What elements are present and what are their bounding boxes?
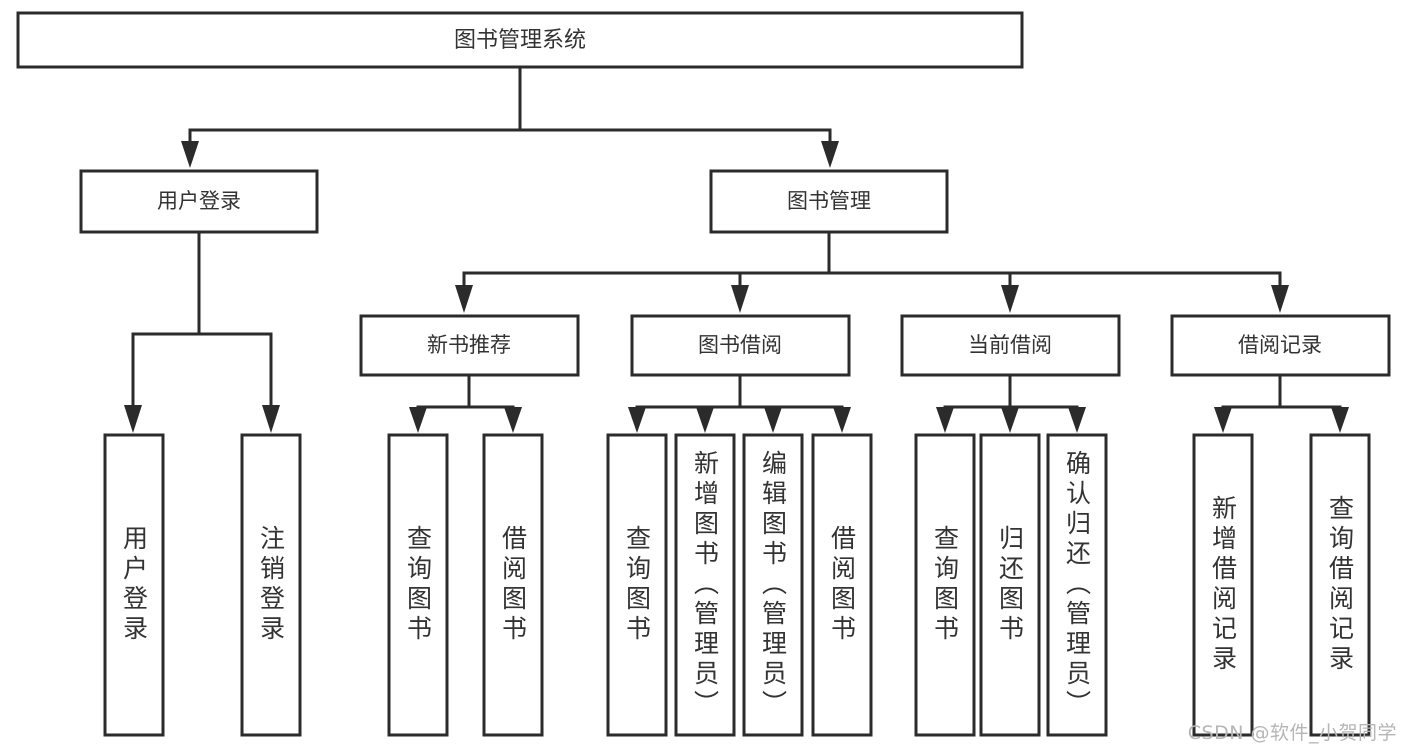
node-leaf-user-login-box[interactable] [103,433,165,737]
node-book-borrow-label: 图书借阅 [698,333,782,357]
node-leaf-confirm-return-box[interactable] [1046,433,1108,737]
arrow-head-icon [455,285,473,313]
arrow-head-icon [628,407,646,433]
arrow-head-icon [262,405,280,433]
connector-group-user-login [124,230,280,433]
node-borrow-record[interactable]: 借阅记录 [1170,314,1391,377]
connector-group-borrow-record [1214,373,1349,433]
node-root[interactable]: 图书管理系统 [16,11,1024,69]
node-new-book-rec[interactable]: 新书推荐 [359,314,580,377]
node-leaf-query-book-2-box[interactable] [606,433,668,737]
node-leaf-query-book-3-box[interactable] [914,433,976,737]
arrow-head-icon [1214,407,1232,433]
arrow-head-icon [821,141,839,168]
arrow-head-icon [504,407,522,433]
node-leaf-edit-book-box[interactable] [742,433,804,737]
node-user-login-label: 用户登录 [157,189,241,213]
arrow-head-icon [696,407,714,433]
node-current-borrow-box[interactable] [900,314,1121,377]
node-book-borrow-box[interactable] [630,314,851,377]
arrow-head-icon [833,407,851,433]
arrow-head-icon [181,141,199,168]
node-leaf-add-book-box[interactable] [674,433,736,737]
arrow-head-icon [1001,407,1019,433]
connector-group-book-manage [455,230,1289,313]
node-new-book-rec-label: 新书推荐 [427,333,511,357]
node-current-borrow[interactable]: 当前借阅 [900,314,1121,377]
arrow-head-icon [409,407,427,433]
connector-group-book-borrow [628,373,851,433]
arrow-head-icon [1271,285,1289,313]
arrow-head-icon [936,407,954,433]
node-root-box[interactable] [16,11,1024,69]
arrow-head-icon [764,407,782,433]
node-borrow-record-label: 借阅记录 [1238,333,1322,357]
node-book-manage[interactable]: 图书管理 [709,169,949,234]
connector-group-current-borrow [936,373,1086,433]
node-leaf-query-book-1-box[interactable] [387,433,449,737]
node-borrow-record-box[interactable] [1170,314,1391,377]
node-book-manage-box[interactable] [709,169,949,234]
node-user-login[interactable]: 用户登录 [79,169,319,234]
arrow-head-icon [1068,407,1086,433]
node-leaf-query-record-box[interactable] [1309,433,1371,737]
node-root-label: 图书管理系统 [454,28,586,53]
node-book-borrow[interactable]: 图书借阅 [630,314,851,377]
node-current-borrow-label: 当前借阅 [968,333,1052,357]
connector-group-root [181,65,839,168]
node-book-manage-label: 图书管理 [787,189,871,213]
connector-group-new-book-rec [409,373,522,433]
arrow-head-icon [124,405,142,433]
node-leaf-return-book-box[interactable] [979,433,1041,737]
node-user-login-box[interactable] [79,169,319,234]
arrow-head-icon [731,285,749,313]
node-leaf-borrow-book-2-box[interactable] [811,433,873,737]
node-leaf-logout-box[interactable] [240,433,302,737]
node-leaf-add-record-box[interactable] [1192,433,1254,737]
arrow-head-icon [1331,407,1349,433]
node-new-book-rec-box[interactable] [359,314,580,377]
node-leaf-borrow-book-1-box[interactable] [482,433,544,737]
arrow-head-icon [1001,285,1019,313]
